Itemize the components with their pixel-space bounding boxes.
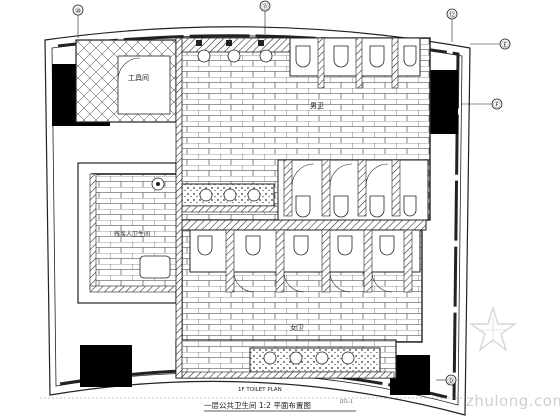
grid-right-mid: Ⓕ: [494, 101, 501, 109]
grid-right-lower: Ⓓ: [448, 377, 455, 385]
caption-small: DTL-1: [340, 399, 353, 405]
women-cubicles: 女卫: [189, 229, 421, 332]
grid-markers: ⑩ ⑪ ⑫ Ⓔ Ⓕ Ⓓ: [72, 0, 511, 386]
men-cubicles: [277, 159, 429, 221]
column-bottom-left: [80, 345, 132, 387]
vanity-bottom: [175, 347, 395, 379]
men-room-fixtures: 男卫: [179, 37, 421, 110]
watermark-text: zhulong.com: [466, 392, 560, 410]
vanity-middle: [181, 183, 279, 213]
grid-top-left: ⑩: [75, 7, 81, 15]
left-wall: [175, 37, 183, 379]
janitor-room: 工具间: [75, 39, 177, 123]
corridor-wall: [179, 219, 427, 231]
watermark-logo-icon: [468, 305, 518, 352]
label-women: 女卫: [290, 323, 304, 332]
accessible-room: 残疾人卫生间: [77, 162, 179, 304]
watermark: zhulong.com: [466, 386, 560, 416]
grid-right-upper: Ⓔ: [502, 41, 509, 49]
drawing-caption: 1F TOILET PLAN 一层公共卫生间 1:2 平面布置图 DTL-1: [204, 387, 356, 412]
label-accessible: 残疾人卫生间: [114, 230, 150, 238]
column-bottom-right: [390, 355, 430, 395]
label-janitor: 工具间: [128, 74, 149, 82]
grid-top-right: ⑫: [449, 11, 456, 19]
grid-top-mid: ⑪: [262, 3, 269, 11]
caption-sub: 1F TOILET PLAN: [238, 387, 282, 393]
caption-title: 一层公共卫生间 1:2 平面布置图: [204, 400, 311, 410]
label-men: 男卫: [310, 102, 324, 110]
